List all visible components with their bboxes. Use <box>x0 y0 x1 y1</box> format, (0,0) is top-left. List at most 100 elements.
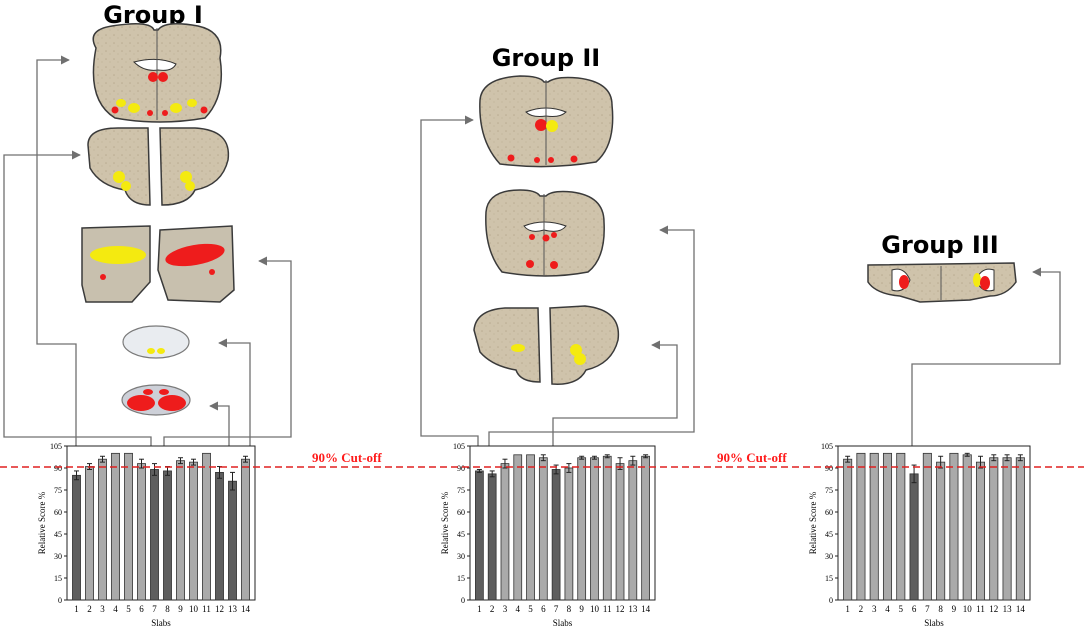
lesion-red <box>100 274 106 280</box>
y-tick-label: 60 <box>457 508 465 517</box>
x-axis-title: Slabs <box>553 618 573 628</box>
error-bar-slab-11 <box>978 455 983 469</box>
bar-slab-9 <box>949 452 959 601</box>
x-tick-label: 9 <box>579 604 584 614</box>
x-tick-label: 4 <box>113 604 118 614</box>
lesion-red <box>550 261 558 269</box>
lesion-yellow <box>511 344 525 352</box>
lesion-yellow <box>116 99 126 107</box>
x-tick-label: 2 <box>87 604 92 614</box>
x-tick-label: 10 <box>590 604 600 614</box>
group-1-slab-coronal-anterior <box>92 23 223 123</box>
bar-slab-8 <box>163 470 172 601</box>
connector-arrows <box>3 55 1061 466</box>
bar-slab-6 <box>909 473 919 601</box>
bar-slab-12 <box>615 463 625 601</box>
error-bar-slab-8 <box>566 463 572 473</box>
group-2-slab-coronal-2 <box>485 189 605 277</box>
x-tick-label: 5 <box>528 604 533 614</box>
bar-slab-4 <box>882 452 893 601</box>
y-tick-label: 105 <box>50 442 62 451</box>
connector-slab-1 <box>36 55 77 466</box>
x-tick-label: 14 <box>641 604 651 614</box>
error-bar-slab-1 <box>845 455 851 463</box>
bar-slab-13 <box>628 460 638 601</box>
lesion-red <box>148 72 158 82</box>
error-bar-slab-11 <box>604 454 610 459</box>
lesion-yellow <box>90 246 146 264</box>
x-tick-label: 8 <box>165 604 170 614</box>
y-tick-label: 75 <box>54 486 62 495</box>
bar-slab-14 <box>1015 457 1025 601</box>
bar-slab-1 <box>843 458 853 601</box>
x-tick-label: 7 <box>152 604 157 614</box>
error-bar-slab-3 <box>502 458 508 469</box>
x-axis-title: Slabs <box>151 618 171 628</box>
x-tick-label: 14 <box>241 604 251 614</box>
y-tick-label: 0 <box>58 596 62 605</box>
group-2-slab-hemispheres <box>473 305 620 385</box>
bar-slab-13 <box>1002 457 1012 601</box>
lesion-yellow <box>113 171 125 183</box>
x-tick-label: 6 <box>912 604 917 614</box>
bar-slab-4 <box>111 452 120 601</box>
lesion-yellow <box>187 99 197 107</box>
lesion-yellow <box>570 344 582 356</box>
y-tick-label: 45 <box>825 530 833 539</box>
y-tick-label: 90 <box>54 464 62 473</box>
x-tick-label: 12 <box>989 604 998 614</box>
y-tick-label: 90 <box>457 464 465 473</box>
bar-slab-12 <box>989 457 999 601</box>
lesion-red <box>507 154 515 162</box>
lesion-red <box>548 157 554 163</box>
lesion-red <box>158 395 186 411</box>
cutoff-label-2: 90% Cut-off <box>717 450 787 465</box>
y-tick-label: 15 <box>457 574 465 583</box>
lesion-red <box>162 110 168 116</box>
x-tick-label: 11 <box>976 604 985 614</box>
group-1-slab-hemispheres <box>87 127 230 206</box>
y-tick-label: 60 <box>54 508 62 517</box>
y-tick-label: 45 <box>457 530 465 539</box>
lesion-red <box>542 234 550 242</box>
x-tick-label: 12 <box>215 604 224 614</box>
error-bar-slab-6 <box>911 464 917 484</box>
lesion-red <box>526 260 534 268</box>
error-bar-slab-12 <box>991 454 997 462</box>
bar-slab-11 <box>602 455 612 601</box>
x-tick-label: 8 <box>938 604 943 614</box>
x-tick-label: 12 <box>616 604 625 614</box>
lesion-red <box>159 389 169 395</box>
y-tick-label: 60 <box>825 508 833 517</box>
bar-slab-2 <box>856 452 866 601</box>
error-bar-slab-13 <box>230 471 235 491</box>
y-tick-label: 30 <box>825 552 833 561</box>
bar-slab-1 <box>72 474 81 601</box>
x-tick-label: 6 <box>541 604 546 614</box>
y-tick-label: 45 <box>54 530 62 539</box>
bar-slab-5 <box>124 452 133 601</box>
x-tick-label: 13 <box>628 604 638 614</box>
error-bar-slab-3 <box>100 455 105 463</box>
bar-slab-5 <box>526 454 535 601</box>
plot-frame <box>837 445 1031 601</box>
error-bar-slab-1 <box>476 468 482 473</box>
x-tick-label: 5 <box>126 604 131 614</box>
y-tick-label: 0 <box>829 596 833 605</box>
bar-slab-14 <box>641 455 650 601</box>
error-bar-slab-9 <box>579 455 585 460</box>
x-tick-label: 2 <box>490 604 495 614</box>
lesion-red <box>551 232 557 238</box>
connector-slab-7 <box>3 150 152 446</box>
x-tick-label: 1 <box>845 604 850 614</box>
y-tick-label: 0 <box>461 596 465 605</box>
bar-slab-11 <box>202 452 211 601</box>
connector-g2-slab-1 <box>420 115 479 458</box>
lesion-red <box>147 110 153 116</box>
lesion-red <box>899 275 909 289</box>
bar-slab-6 <box>538 457 548 601</box>
bar-slab-4 <box>513 454 523 601</box>
lesion-red <box>570 155 578 163</box>
